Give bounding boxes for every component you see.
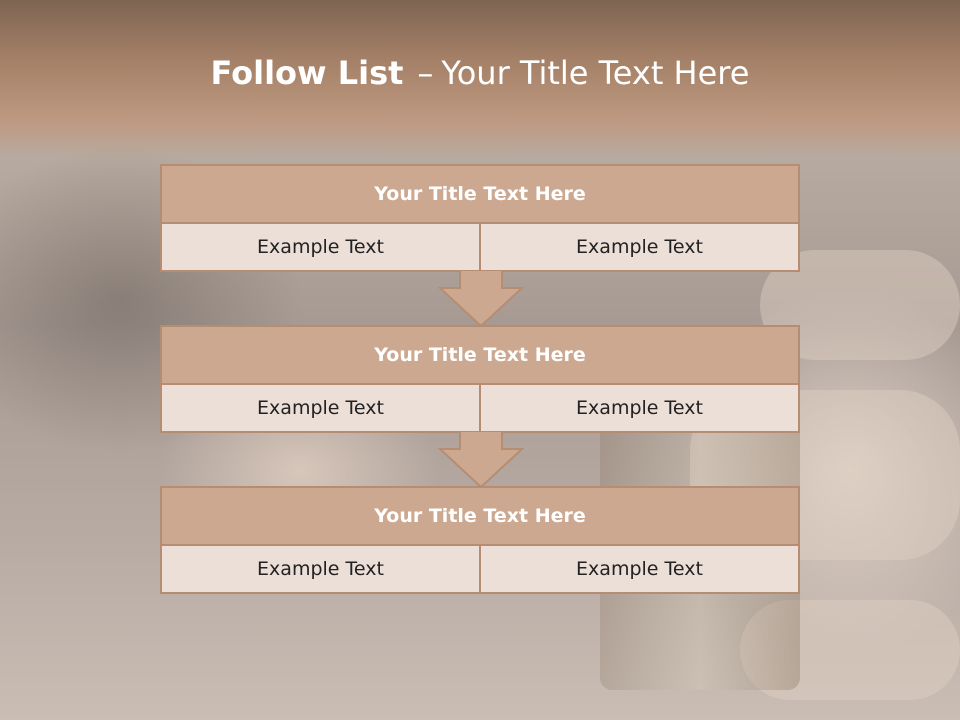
block-cell-right: Example Text — [479, 224, 798, 270]
down-arrow-icon — [438, 270, 524, 328]
list-block-3: Your Title Text Here Example Text Exampl… — [160, 486, 800, 594]
slide-title-bold: Follow List — [210, 54, 404, 92]
block-row: Example Text Example Text — [162, 224, 798, 270]
block-row: Example Text Example Text — [162, 546, 798, 592]
block-cell-left: Example Text — [257, 236, 384, 258]
block-cell-left: Example Text — [257, 397, 384, 419]
block-cell-left: Example Text — [257, 558, 384, 580]
block-cell-right: Example Text — [479, 546, 798, 592]
down-arrow-icon — [438, 431, 524, 489]
slide-title: Follow List–Your Title Text Here — [0, 54, 960, 92]
block-title: Your Title Text Here — [162, 166, 798, 224]
block-row: Example Text Example Text — [162, 385, 798, 431]
block-cell-right: Example Text — [479, 385, 798, 431]
slide-title-dash: – — [417, 54, 434, 92]
block-title: Your Title Text Here — [162, 327, 798, 385]
list-block-1: Your Title Text Here Example Text Exampl… — [160, 164, 800, 272]
background-hand-shape — [740, 600, 960, 700]
slide-title-rest: Your Title Text Here — [441, 54, 750, 92]
list-block-2: Your Title Text Here Example Text Exampl… — [160, 325, 800, 433]
block-title: Your Title Text Here — [162, 488, 798, 546]
